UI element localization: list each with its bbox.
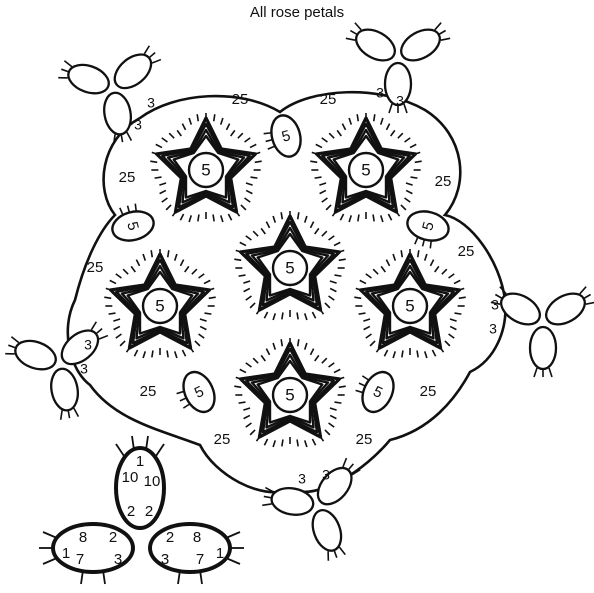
detail-stitch-count: 8 (193, 529, 201, 546)
diagram-caption: All rose petals (0, 4, 594, 21)
detail-stitch-count: 3 (114, 551, 122, 568)
detail-stitch-count: 7 (196, 551, 204, 568)
picot-mark (255, 161, 262, 162)
cluster-count-label: 3 (298, 471, 306, 487)
picot-mark (354, 297, 361, 298)
chain-count-label: 25 (232, 91, 249, 108)
picot-mark (417, 351, 418, 358)
picot-mark (214, 114, 215, 121)
picot-mark (152, 351, 153, 358)
detail-stitch-count: 2 (109, 529, 117, 546)
cluster-count-label: 3 (80, 361, 88, 377)
picot-mark (339, 259, 346, 260)
chain-count-label: 25 (214, 431, 231, 448)
picot-mark (418, 250, 419, 257)
picot-mark (359, 313, 366, 314)
picot-mark (282, 313, 283, 320)
detail-stitch-count: 7 (76, 551, 84, 568)
picot-mark (109, 313, 116, 314)
picot-mark (402, 351, 403, 358)
picot-mark (239, 402, 246, 403)
picot-mark (205, 313, 212, 314)
chain-count-label: 25 (87, 259, 104, 276)
picot-mark (104, 297, 111, 298)
detail-stitch-count: 1 (136, 453, 144, 470)
picot-mark (455, 313, 462, 314)
picot-mark (298, 339, 299, 346)
picot-mark (150, 161, 157, 162)
picot-mark (151, 250, 152, 257)
chain-count-label: 25 (435, 173, 452, 190)
detail-stitch-count: 2 (145, 503, 153, 520)
picot-mark (335, 402, 342, 403)
rosette-center-label: 5 (361, 160, 370, 179)
cluster-count-label: 3 (396, 93, 404, 109)
picot-mark (198, 215, 199, 222)
picot-mark (335, 275, 342, 276)
cluster-count-label: 3 (489, 321, 497, 337)
chain-count-label: 25 (420, 383, 437, 400)
chain-count-label: 25 (356, 431, 373, 448)
picot-mark (168, 250, 169, 257)
cluster-ring-oval (530, 327, 556, 369)
chain-count-label: 25 (320, 91, 337, 108)
picot-mark (401, 250, 402, 257)
picot-mark (411, 177, 418, 178)
chain-count-label: 25 (458, 243, 475, 260)
rosette-center-label: 5 (285, 385, 294, 404)
picot-mark (213, 215, 214, 222)
cluster-count-label: 3 (84, 337, 92, 353)
picot-mark (310, 161, 317, 162)
picot-mark (315, 177, 322, 178)
picot-mark (197, 114, 198, 121)
detail-stitch-count: 2 (127, 503, 135, 520)
rosette-center-label: 5 (155, 296, 164, 315)
picot-mark (297, 313, 298, 320)
cluster-count-label: 3 (134, 117, 142, 133)
rosette-center-label: 5 (405, 296, 414, 315)
cluster-count-label: 3 (376, 85, 384, 101)
picot-mark (459, 297, 466, 298)
picot-mark (239, 275, 246, 276)
picot-mark (415, 161, 422, 162)
cluster-count-label: 3 (322, 467, 330, 483)
picot-mark (298, 212, 299, 219)
picot-mark (373, 215, 374, 222)
detail-stitch-count: 1 (216, 545, 224, 562)
chain-count-label: 25 (140, 383, 157, 400)
picot-mark (234, 386, 241, 387)
cluster-count-label: 3 (147, 95, 155, 111)
picot-mark (281, 212, 282, 219)
picot-mark (282, 440, 283, 447)
detail-stitch-count: 10 (144, 473, 161, 490)
detail-stitch-count: 1 (62, 545, 70, 562)
rosette-center-label: 5 (285, 258, 294, 277)
picot-mark (357, 114, 358, 121)
picot-mark (374, 114, 375, 121)
picot-mark (209, 297, 216, 298)
picot-mark (339, 386, 346, 387)
chain-count-label: 25 (119, 169, 136, 186)
picot-mark (155, 177, 162, 178)
cluster-count-label: 3 (491, 297, 499, 313)
detail-stitch-count: 8 (79, 529, 87, 546)
picot-mark (281, 339, 282, 346)
picot-mark (358, 215, 359, 222)
rosette-center-label: 5 (201, 160, 210, 179)
picot-mark (167, 351, 168, 358)
detail-stitch-count: 2 (166, 529, 174, 546)
detail-stitch-count: 10 (122, 469, 139, 486)
picot-mark (297, 440, 298, 447)
detail-stitch-count: 3 (161, 551, 169, 568)
picot-mark (234, 259, 241, 260)
picot-mark (251, 177, 258, 178)
